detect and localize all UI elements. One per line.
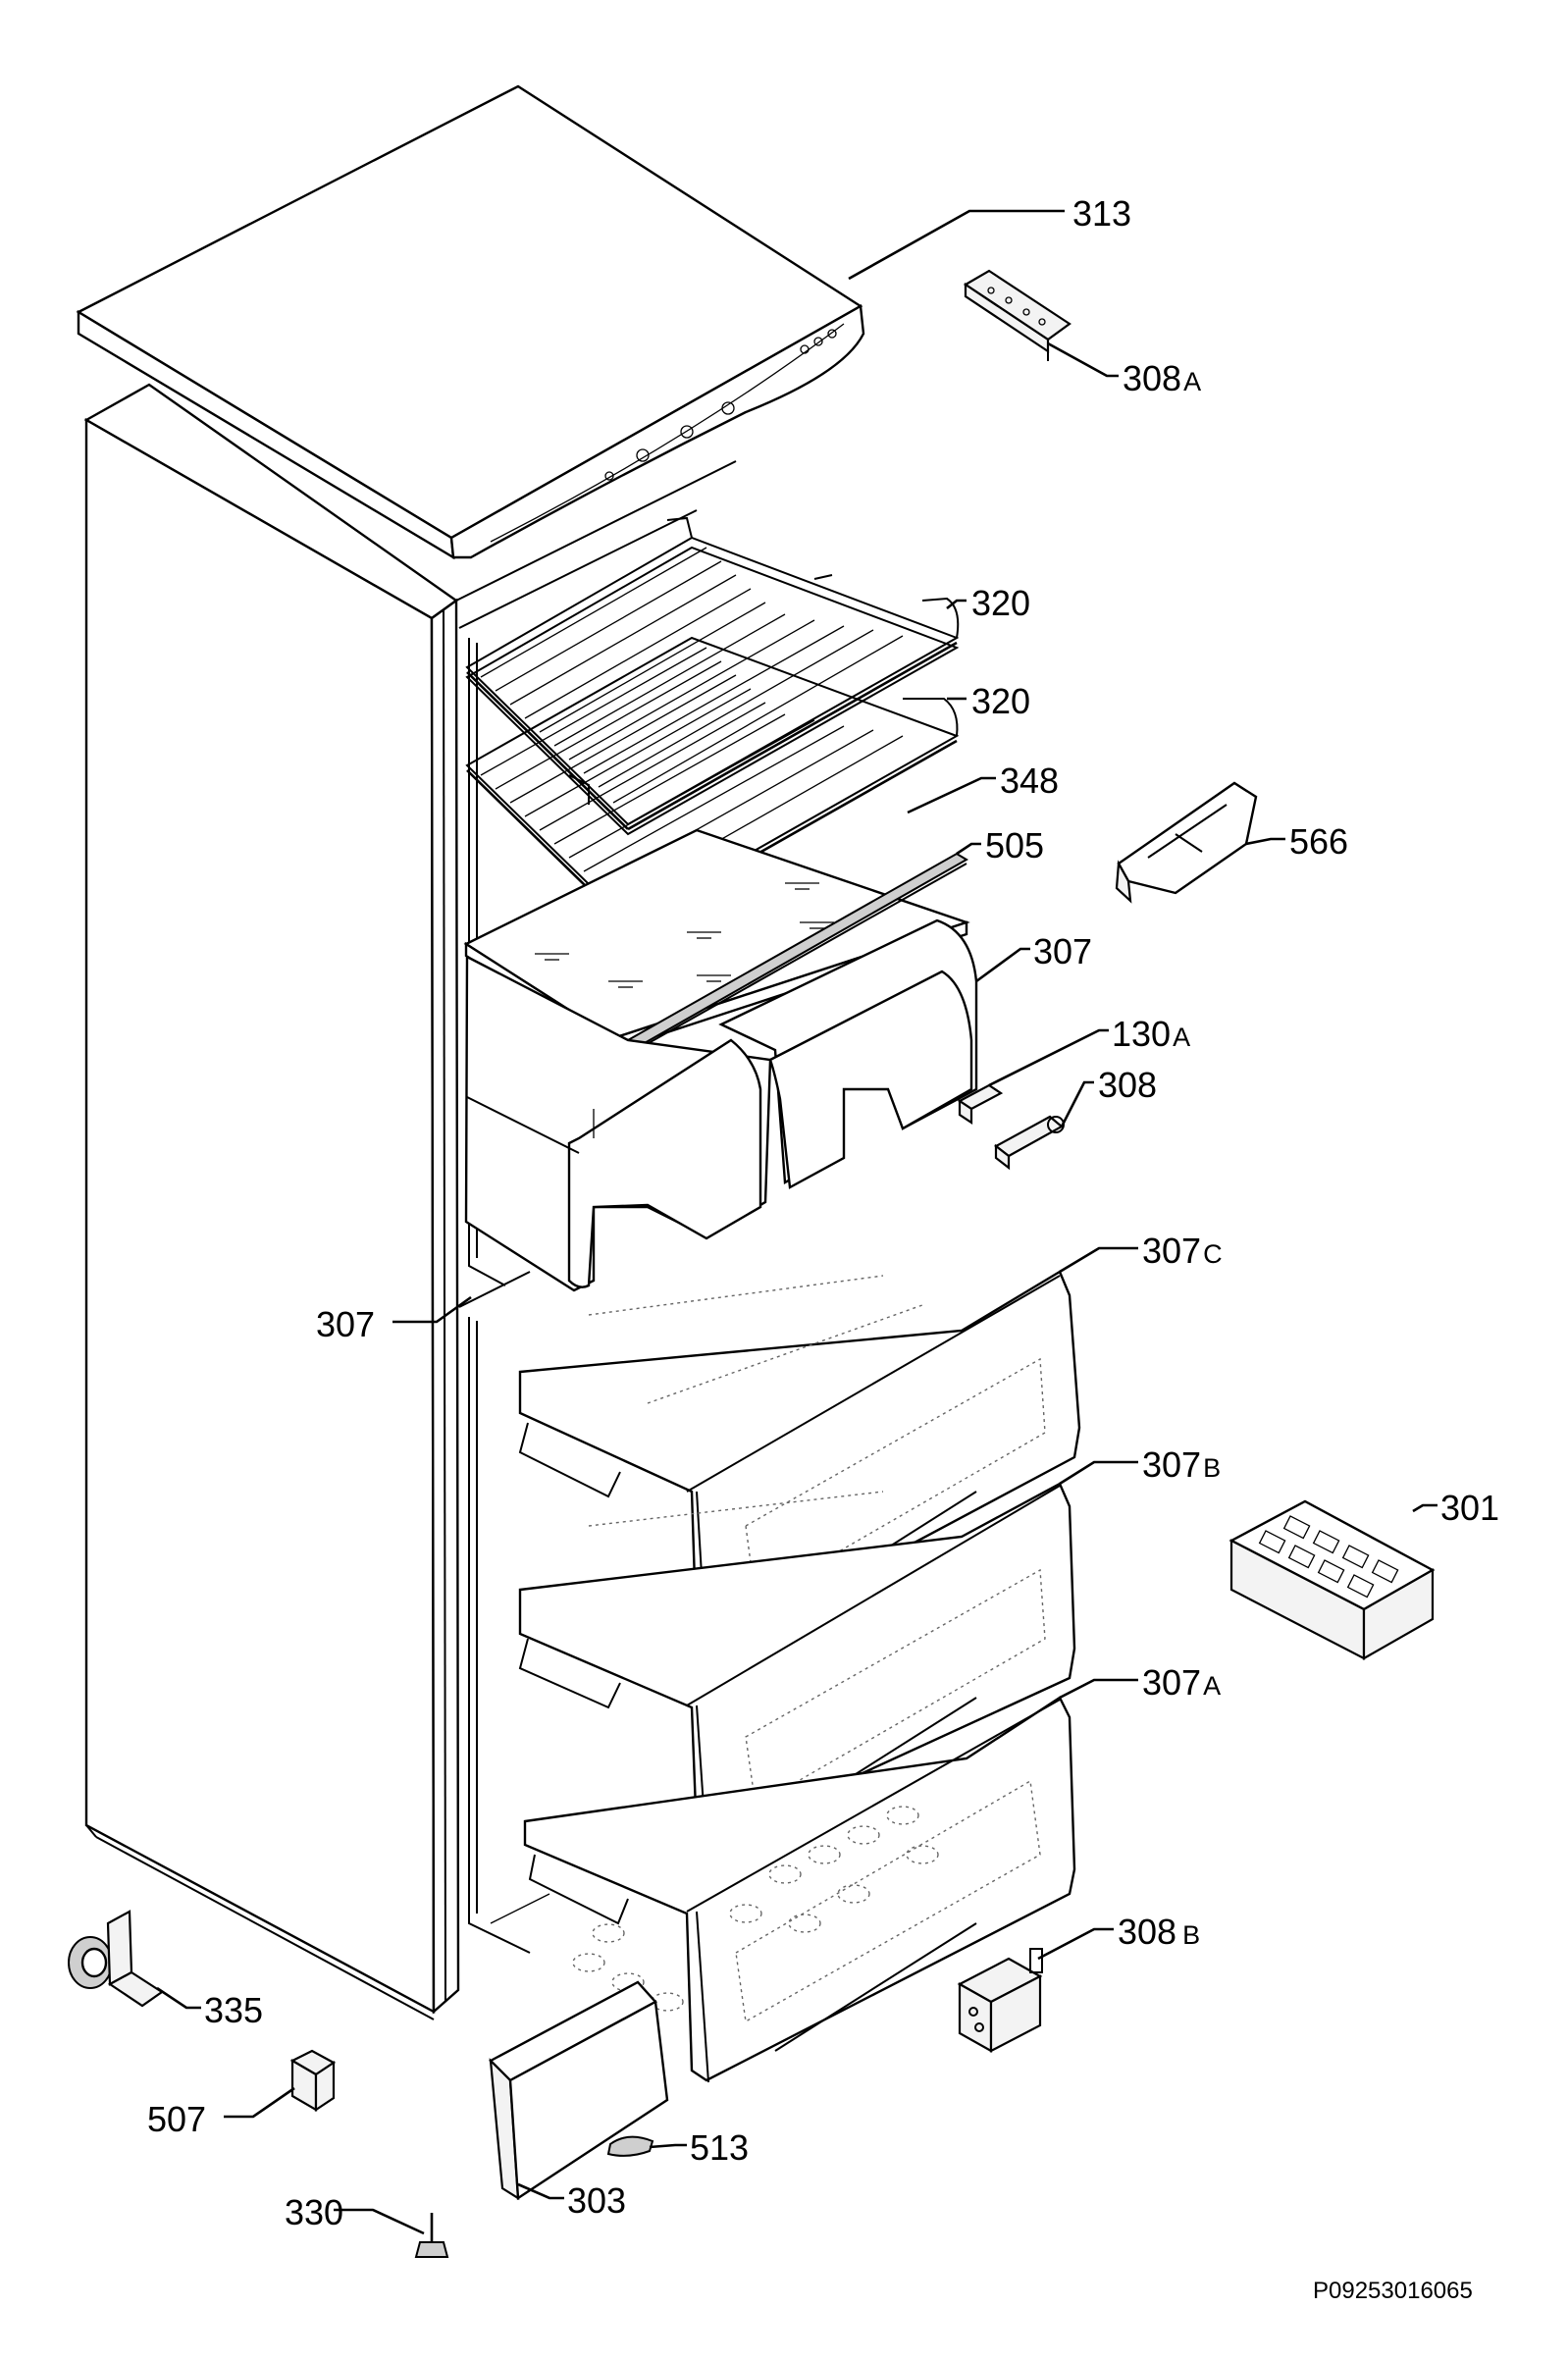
kick-plate-303 xyxy=(489,1980,669,2201)
callout-130a: 130A xyxy=(1112,1014,1190,1054)
drawing-code: P09253016065 xyxy=(1313,2278,1473,2304)
cabinet-body xyxy=(83,383,737,2020)
callout-labels: 313 308A 320 320 348 505 566 307 130A 30… xyxy=(147,193,1499,2304)
callout-505: 505 xyxy=(985,825,1044,865)
cap-513 xyxy=(606,2135,654,2157)
callout-566: 566 xyxy=(1289,821,1348,862)
top-hinge-308a xyxy=(963,269,1071,361)
bracket-130a xyxy=(957,1083,1004,1126)
part-566 xyxy=(1115,781,1258,904)
top-cover-313 xyxy=(76,84,865,560)
callout-307c: 307C xyxy=(1142,1231,1223,1271)
wheel-bracket-335 xyxy=(68,1910,164,2008)
callout-307-left: 307 xyxy=(316,1304,375,1344)
upper-drawer-307-right xyxy=(718,918,978,1189)
freezer-drawer-307c xyxy=(518,1270,1081,1659)
leader-lines xyxy=(156,209,1437,2235)
hinge-308 xyxy=(993,1115,1065,1171)
ice-tray-301 xyxy=(1228,1499,1436,1660)
callout-308: 308 xyxy=(1098,1065,1157,1105)
bottom-hinge-308b xyxy=(957,1948,1043,2053)
callout-307b: 307B xyxy=(1142,1444,1221,1485)
clip-507 xyxy=(289,2049,337,2113)
callout-348: 348 xyxy=(1000,760,1059,801)
callout-330: 330 xyxy=(285,2192,343,2232)
callout-313: 313 xyxy=(1072,193,1131,234)
callout-513: 513 xyxy=(690,2127,749,2168)
callout-507: 507 xyxy=(147,2099,206,2139)
freezer-drawer-307b xyxy=(518,1482,1076,1851)
callout-320-lower: 320 xyxy=(971,681,1030,721)
upper-drawer-307-left xyxy=(464,955,772,1292)
callout-335: 335 xyxy=(204,1990,263,2030)
wire-shelf-320-upper xyxy=(465,516,960,836)
adjustable-foot-330 xyxy=(414,2213,449,2258)
callout-308a: 308A xyxy=(1123,358,1201,398)
freezer-drawer-307a xyxy=(523,1696,1076,2083)
callout-307-right: 307 xyxy=(1033,931,1092,971)
callout-320-upper: 320 xyxy=(971,583,1030,623)
callout-303: 303 xyxy=(567,2180,626,2221)
callout-301: 301 xyxy=(1440,1488,1499,1528)
callout-307a: 307A xyxy=(1142,1662,1221,1703)
